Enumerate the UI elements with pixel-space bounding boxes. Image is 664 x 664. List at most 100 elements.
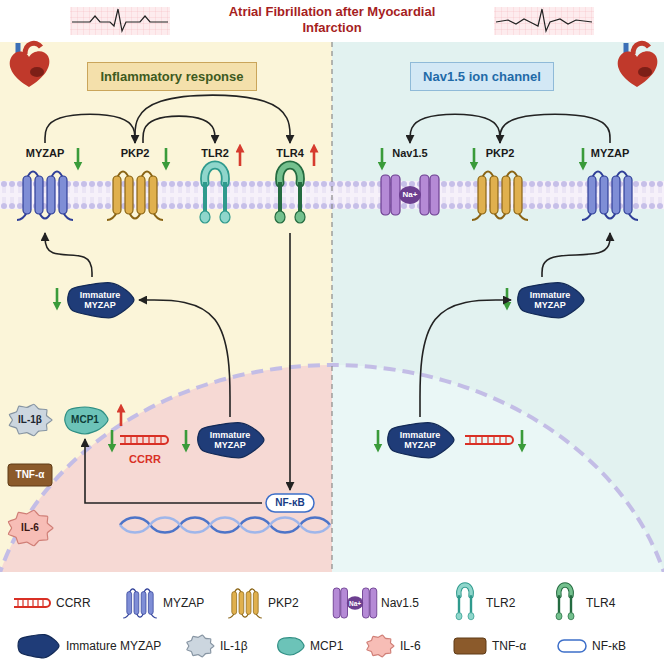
legend-label: TNF-α [492, 639, 526, 653]
tlr-stem [458, 595, 460, 613]
immature-myzap-blob [198, 423, 264, 458]
il1b-shape [187, 635, 214, 657]
tlr-ectodomain [205, 165, 226, 183]
down-arrow [56, 288, 59, 306]
myzap-helix [23, 176, 31, 214]
ecg-trace [496, 9, 592, 31]
tlr-stem [470, 595, 472, 613]
rna-hairpin [14, 599, 50, 607]
infarct [30, 67, 44, 77]
tlr-ectodomain [280, 165, 301, 183]
ecg-right [494, 7, 594, 35]
il6-shape [8, 510, 53, 545]
myzap-helix [600, 176, 608, 214]
legend-icon [456, 585, 474, 620]
tlr-ectodomain [280, 165, 301, 183]
tlr-tir [275, 211, 285, 223]
node-label: IL-6 [21, 522, 39, 534]
node-label: PKP2 [470, 146, 530, 160]
pkp2-helix [125, 176, 133, 214]
myzap-helix [127, 592, 132, 615]
myzap-helix [59, 176, 67, 214]
tlr4-receptor: TLR4 [260, 146, 320, 230]
increase-arrows [121, 148, 314, 426]
legend-icon [18, 634, 59, 657]
pkp2-helix [502, 176, 510, 214]
legend-label: TLR2 [486, 596, 515, 610]
channel-ion-label: Na+ [380, 190, 440, 200]
rna-pairs [125, 436, 161, 444]
legend-label: Immature MYZAP [66, 639, 161, 653]
legend-icon [228, 589, 262, 618]
legend-label: TLR4 [586, 596, 615, 610]
section-header: Inflammatory response [87, 62, 256, 91]
immature-myzap: Immature MYZAP [64, 280, 136, 320]
rna-hairpin [465, 436, 513, 444]
down-arrow [77, 148, 80, 166]
up-arrow [239, 148, 242, 166]
pkp2-helix [149, 176, 157, 214]
pkp2-helix [478, 176, 486, 214]
node-label: TLR4 [260, 146, 320, 160]
nav-subunit [341, 588, 348, 618]
tlr-tir [468, 613, 474, 620]
transcription-factor: NF-κB [265, 493, 315, 513]
node-label: Immature MYZAP [74, 290, 126, 311]
heart-icon [618, 43, 658, 87]
ecg-left [70, 7, 170, 35]
legend-label: MCP1 [310, 639, 343, 653]
pkp2-protein: PKP2 [470, 146, 530, 230]
legend-icon [333, 588, 377, 618]
section-header: Nav1.5 ion channel [410, 62, 554, 91]
tlr-ectodomain [459, 585, 471, 596]
down-arrow [111, 430, 114, 448]
infarct [638, 67, 652, 77]
nav-subunit [430, 175, 439, 215]
myzap-helix [134, 592, 139, 615]
myzap-helix [35, 176, 43, 214]
nav-pore [399, 186, 421, 204]
tlr-ectodomain [559, 585, 571, 596]
myzap-helix-loops [123, 589, 157, 618]
ecg-paper [70, 7, 170, 35]
nav-subunit [363, 588, 370, 618]
legend-icon [367, 635, 394, 657]
ecg-trace [72, 9, 168, 31]
cytokine: IL-1β [6, 402, 54, 438]
immature-myzap-blob [18, 634, 59, 657]
myzap-protein: MYZAP [580, 146, 640, 230]
node-label: NF-κB [275, 497, 304, 509]
protein-shape [580, 160, 640, 230]
legend-label: CCRR [56, 596, 91, 610]
down-arrow [381, 148, 384, 166]
pkp2-helix [113, 176, 121, 214]
tlr-ectodomain [559, 585, 571, 596]
connector-arrow [143, 116, 215, 143]
node-label: Immature MYZAP [204, 430, 256, 451]
legend-label: PKP2 [268, 596, 299, 610]
legend-label: Nav1.5 [381, 596, 419, 610]
protein-shape [470, 160, 530, 230]
pkp2-helix [232, 592, 237, 615]
protein-shape [260, 160, 320, 230]
il6-shape [367, 635, 394, 657]
legend-icon [123, 589, 157, 618]
figure-title: Atrial Fibrillation after Myocardial Inf… [227, 4, 437, 36]
decrease-arrows [57, 148, 583, 448]
mcp1-shape [278, 638, 304, 655]
pkp2-helix-loops [107, 172, 163, 221]
tnf-shape [8, 464, 52, 486]
legend-icon [187, 635, 214, 657]
node-label: MYZAP [15, 146, 75, 160]
tlr-tir [295, 211, 305, 223]
pkp2-helix-loops [472, 172, 528, 221]
myzap-helix-loops [582, 172, 638, 221]
nav-subunit [333, 588, 340, 618]
tlr-tir [456, 613, 462, 620]
connector-arrow [289, 233, 291, 490]
immature-myzap-blob [68, 283, 134, 318]
connector-arrow [139, 300, 230, 417]
tlr-stem [570, 595, 572, 613]
